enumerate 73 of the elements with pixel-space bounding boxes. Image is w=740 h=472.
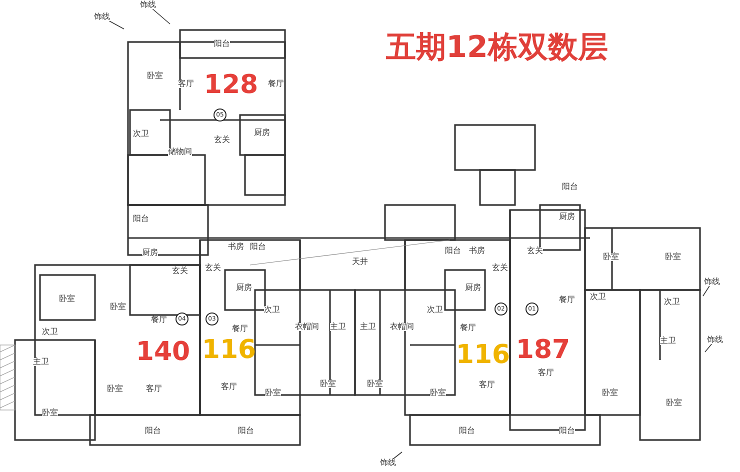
room-label: 饰线 [704,278,720,286]
room-label: 客厅 [146,385,162,393]
leader-line [392,452,402,460]
room-label: 卧室 [110,303,126,311]
leader-line [704,344,712,352]
room-label: 次卫 [427,306,443,314]
room-label: 主卫 [33,358,49,366]
room-label: 次卫 [42,328,58,336]
room-label: 储物间 [168,148,192,156]
room-label: 卧室 [430,389,446,397]
room-label: 饰线 [707,336,723,344]
room-label: 客厅 [538,369,554,377]
room-label: 餐厅 [268,80,284,88]
room-label: 次卫 [133,130,149,138]
room-label: 卧室 [107,385,123,393]
room-label: 卧室 [603,253,619,261]
room-label: 厨房 [236,284,252,292]
room-label: 阳台 [133,215,149,223]
room-label: 次卫 [264,306,280,314]
room-label: 客厅 [221,383,237,391]
room-label: 阳台 [562,183,578,191]
room-label: 书房 [469,247,485,255]
room-label: 餐厅 [559,296,575,304]
unit-area-number: 140 [136,339,190,365]
room-label: 玄关 [214,136,230,144]
room-label: 饰线 [140,1,156,9]
room-label: 卧室 [147,72,163,80]
room-label: 阳台 [145,427,161,435]
room-label: 卧室 [602,389,618,397]
room-label: 阳台 [250,243,266,251]
room-label: 饰线 [380,459,396,467]
room-label: 卧室 [265,389,281,397]
room-label: 卧室 [320,380,336,388]
room-label: 阳台 [238,427,254,435]
room-label: 厨房 [142,249,158,257]
room-label: 卧室 [666,399,682,407]
room-label: 卧室 [59,295,75,303]
room-label: 卧室 [367,380,383,388]
leader-line [152,8,170,24]
room-label: 衣帽间 [295,323,319,331]
room-label: 阳台 [214,40,230,48]
leader-line [108,20,124,30]
room-label: 卧室 [42,409,58,417]
room-label: 餐厅 [460,324,476,332]
room-label: 客厅 [178,80,194,88]
room-label: 餐厅 [232,325,248,333]
room-label: 玄关 [172,267,188,275]
room-label: 次卫 [590,293,606,301]
room-label: 玄关 [205,264,221,272]
title: 五期12栋双数层 [386,33,608,63]
room-label: 阳台 [559,427,575,435]
unit-area-number: 116 [456,342,510,368]
room-label: 阳台 [445,247,461,255]
room-label: 阳台 [459,427,475,435]
room-label: 厨房 [254,129,270,137]
room-label: 厨房 [465,284,481,292]
room-label: 卧室 [665,253,681,261]
room-label: 玄关 [492,264,508,272]
room-label: 衣帽间 [390,323,414,331]
room-label: 客厅 [479,381,495,389]
room-label: 次卫 [664,298,680,306]
room-label: 玄关 [527,247,543,255]
room-label: 厨房 [559,213,575,221]
unit-area-number: 128 [204,72,258,98]
unit-area-number: 187 [516,337,570,363]
room-label: 饰线 [94,13,110,21]
room-label: 书房 [228,243,244,251]
room-label: 主卫 [330,323,346,331]
room-label: 餐厅 [151,316,167,324]
room-label: 主卫 [360,323,376,331]
leader-line [702,286,710,296]
room-label: 主卫 [660,337,676,345]
room-label: 天井 [352,258,368,266]
